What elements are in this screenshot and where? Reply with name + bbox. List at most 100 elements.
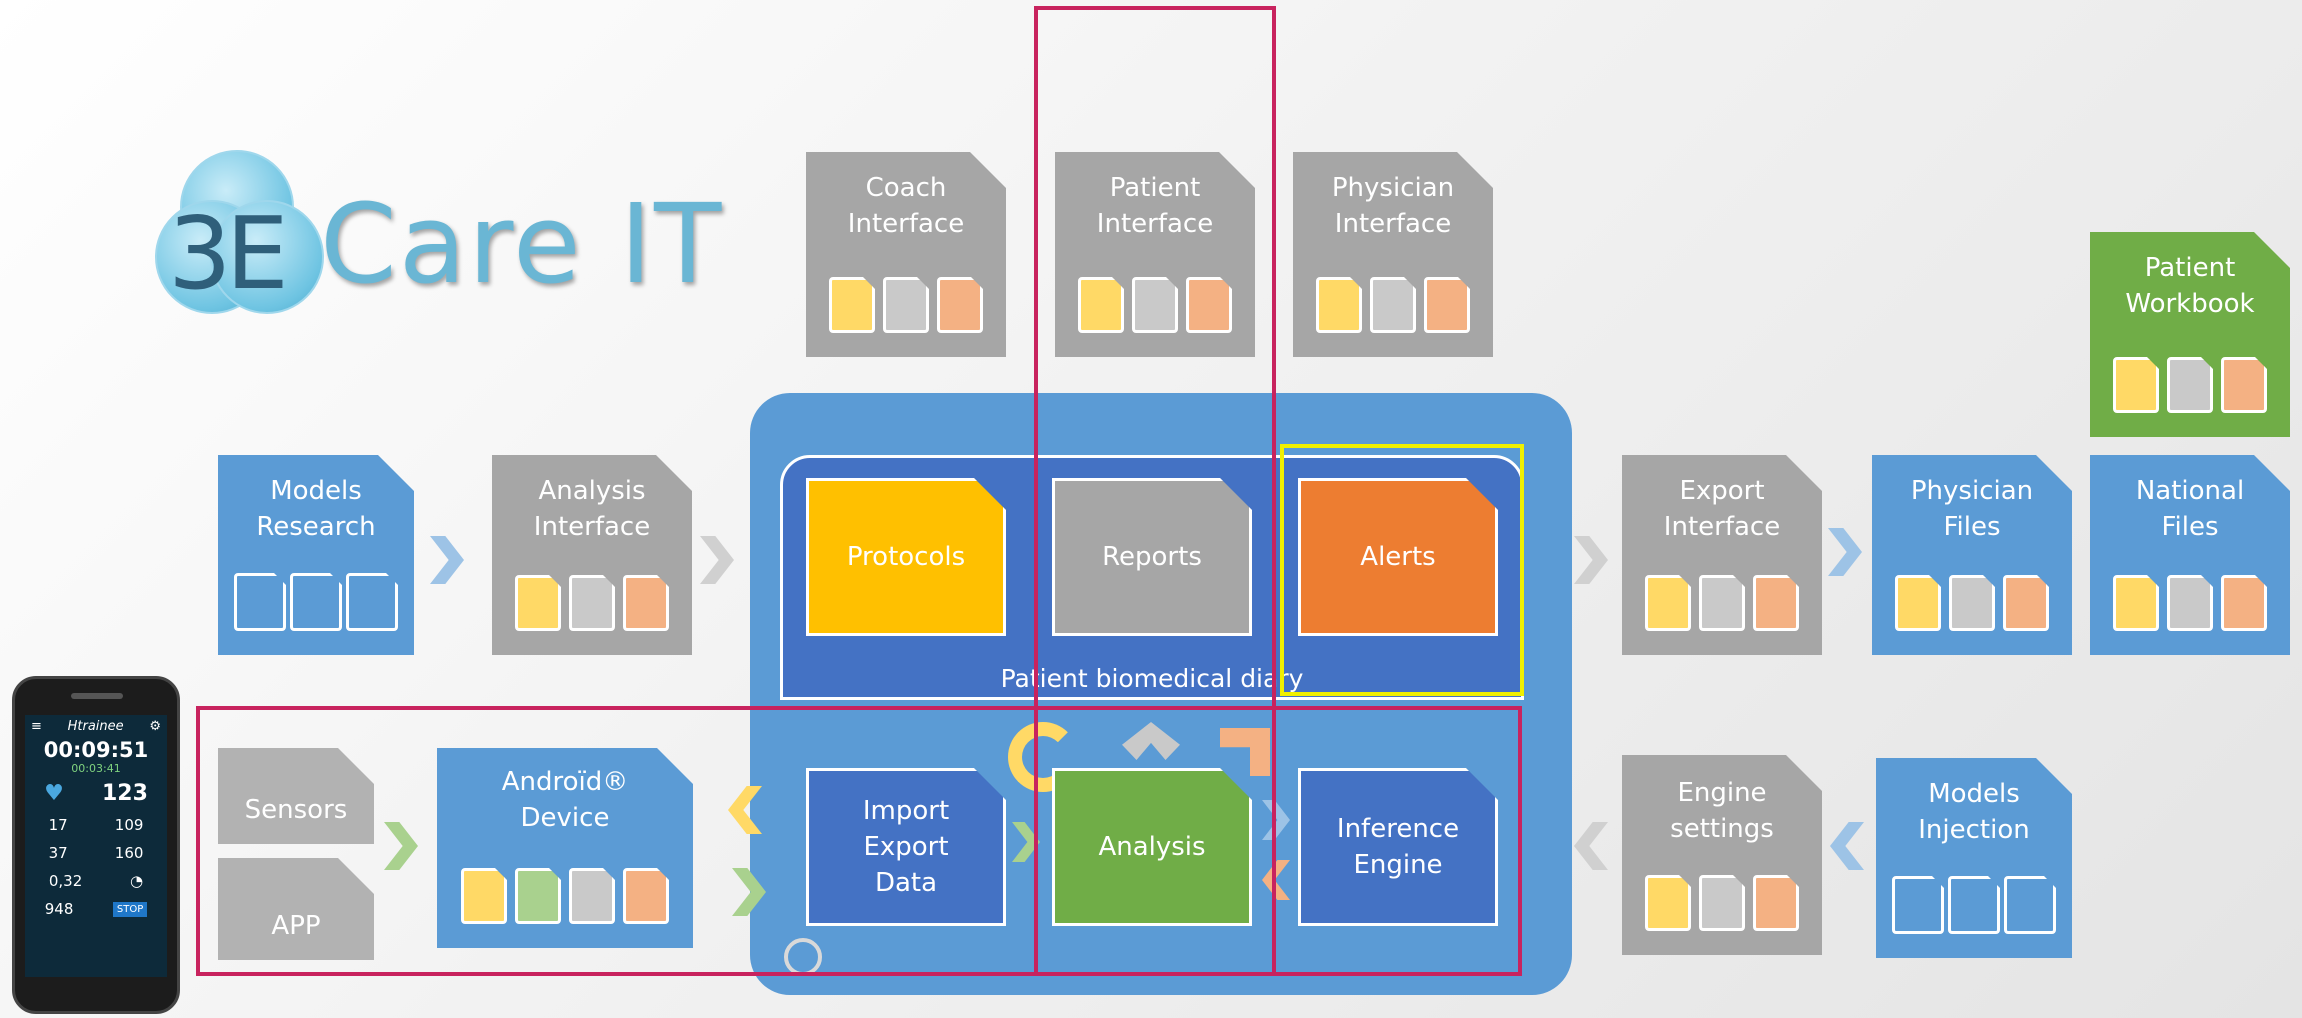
sensors-box: Sensors	[218, 748, 374, 844]
app-label: APP	[271, 911, 321, 941]
arrow-right-icon	[700, 536, 734, 584]
document-icon	[2113, 575, 2159, 631]
coach-interface-label: Coach Interface	[847, 173, 965, 239]
document-icon	[1699, 875, 1745, 931]
app-box: APP	[218, 858, 374, 960]
alerts-box: Alerts	[1298, 478, 1498, 636]
stop-button: STOP	[112, 901, 148, 917]
document-icon	[2167, 357, 2213, 413]
coach-interface: Coach Interface	[806, 152, 1006, 357]
document-icon	[290, 573, 342, 631]
analysis-interface: Analysis Interface	[492, 455, 692, 655]
document-icon	[515, 868, 561, 924]
document-icon	[1699, 575, 1745, 631]
phone-timer: 00:09:51	[43, 738, 149, 762]
phone-value: 948	[44, 900, 74, 918]
document-icon	[1645, 875, 1691, 931]
highlight-frame-data-row	[196, 706, 1522, 976]
document-icon	[1186, 277, 1232, 333]
patient-workbook-label: Patient Workbook	[2125, 253, 2255, 319]
physician-interface-label: Physician Interface	[1331, 173, 1455, 239]
document-icon	[2003, 575, 2049, 631]
physician-interface: Physician Interface	[1293, 152, 1493, 357]
document-icon	[1753, 875, 1799, 931]
doc-icons	[1622, 575, 1822, 631]
export-interface: Export Interface	[1622, 455, 1822, 655]
doc-icons	[1055, 277, 1255, 333]
document-icon	[1424, 277, 1470, 333]
physician-files: Physician Files	[1872, 455, 2072, 655]
document-icon	[1132, 277, 1178, 333]
document-icon	[1949, 575, 1995, 631]
doc-icons	[1876, 876, 2072, 934]
arrow-right-icon	[430, 536, 464, 584]
document-icon	[829, 277, 875, 333]
diary-label: Patient biomedical diary	[1000, 664, 1304, 693]
document-icon	[569, 575, 615, 631]
menu-icon: ≡	[31, 719, 42, 734]
heart-icon: ♥	[44, 780, 64, 806]
document-icon	[1645, 575, 1691, 631]
document-icon	[1316, 277, 1362, 333]
models-research: Models Research	[218, 455, 414, 655]
models-research-label: Models Research	[256, 476, 376, 542]
inference-engine-box: Inference Engine	[1298, 768, 1498, 926]
export-interface-label: Export Interface	[1663, 476, 1781, 542]
phone-speaker	[71, 693, 123, 699]
analysis-interface-label: Analysis Interface	[533, 476, 651, 542]
doc-icons	[2090, 357, 2290, 413]
physician-files-label: Physician Files	[1910, 476, 2034, 542]
sensors-label: Sensors	[244, 795, 348, 825]
document-icon	[883, 277, 929, 333]
document-icon	[1078, 277, 1124, 333]
import-export-data-box: Import Export Data	[806, 768, 1006, 926]
engine-settings: Engine settings	[1622, 755, 1822, 955]
document-icon	[1753, 575, 1799, 631]
document-icon	[2221, 575, 2267, 631]
document-icon	[569, 868, 615, 924]
document-icon	[1895, 575, 1941, 631]
analysis-box: Analysis	[1052, 768, 1252, 926]
logo-cloud	[210, 200, 324, 314]
document-icon	[2221, 357, 2267, 413]
document-icon	[623, 575, 669, 631]
doc-icons	[2090, 575, 2290, 631]
document-icon	[2167, 575, 2213, 631]
doc-icons	[806, 277, 1006, 333]
doc-icons	[492, 575, 692, 631]
patient-interface: Patient Interface	[1055, 152, 1255, 357]
arrow-left-icon	[1830, 822, 1864, 870]
patient-interface-label: Patient Interface	[1096, 173, 1214, 239]
doc-icons	[1872, 575, 2072, 631]
phone-app-name: Htrainee	[67, 719, 124, 734]
document-icon	[623, 868, 669, 924]
android-device-label: Androïd® Device	[501, 767, 629, 833]
document-icon	[346, 573, 398, 631]
phone-value: 17	[48, 816, 68, 834]
phone-value: 160	[114, 844, 144, 862]
document-icon	[937, 277, 983, 333]
arrow-right-icon	[1574, 536, 1608, 584]
logo-prefix: 3E	[168, 195, 289, 312]
gauge-icon: ◔	[130, 872, 144, 890]
national-files-label: National Files	[2135, 476, 2245, 542]
logo-name: Care IT	[320, 180, 724, 308]
phone-sub-timer: 00:03:41	[71, 762, 121, 775]
document-icon	[2113, 357, 2159, 413]
document-icon	[515, 575, 561, 631]
doc-icons	[1293, 277, 1493, 333]
android-device-box: Androïd® Device	[437, 748, 693, 948]
phone-value: 37	[48, 844, 68, 862]
doc-icons	[218, 573, 414, 631]
phone-value: 109	[114, 816, 144, 834]
document-icon	[1948, 876, 2000, 934]
doc-icons	[1622, 875, 1822, 931]
settings-icon: ⚙	[149, 719, 161, 734]
document-icon	[2004, 876, 2056, 934]
protocols-box: Protocols	[806, 478, 1006, 636]
phone-value: 0,32	[48, 872, 83, 890]
reports-box: Reports	[1052, 478, 1252, 636]
arrow-left-icon	[1574, 822, 1608, 870]
